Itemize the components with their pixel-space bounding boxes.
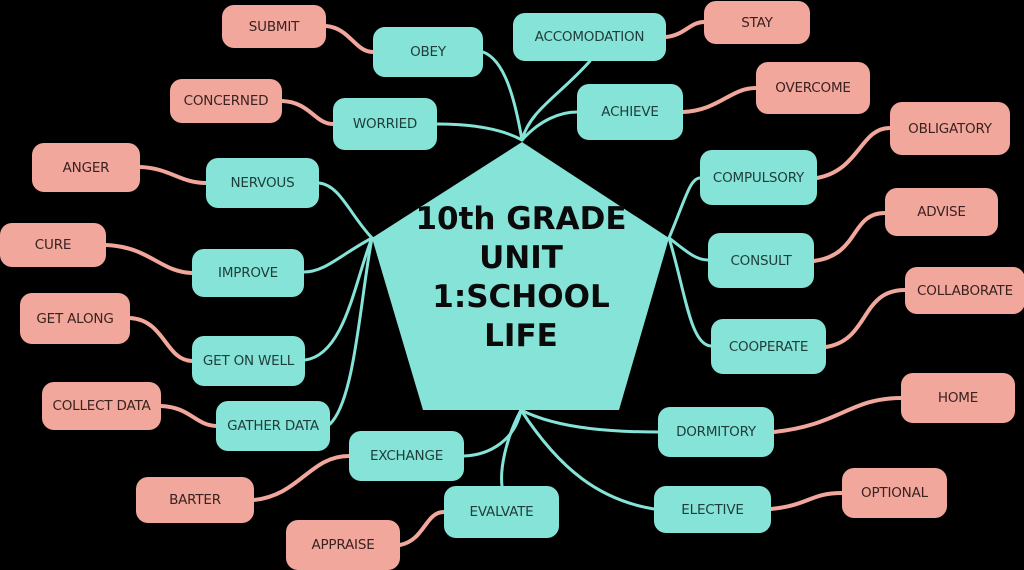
node-label: APPRAISE bbox=[311, 537, 375, 553]
center-title-line-2: UNIT bbox=[479, 240, 563, 276]
node-anger[interactable]: ANGER bbox=[32, 143, 140, 192]
node-collect-data[interactable]: COLLECT DATA bbox=[42, 382, 161, 430]
node-label: OBEY bbox=[410, 44, 446, 60]
node-label: ANGER bbox=[62, 159, 110, 176]
node-label: CONCERNED bbox=[183, 93, 269, 109]
node-get-on-well[interactable]: GET ON WELL bbox=[192, 336, 305, 386]
node-label: EVALVATE bbox=[469, 504, 534, 520]
node-label: GET ALONG bbox=[36, 310, 114, 327]
node-label: SUBMIT bbox=[248, 18, 300, 35]
node-label: OBLIGATORY bbox=[908, 120, 992, 137]
node-label: OVERCOME bbox=[775, 80, 851, 96]
node-label: DORMITORY bbox=[676, 424, 756, 440]
center-pentagon bbox=[372, 142, 669, 410]
node-label: COOPERATE bbox=[728, 338, 809, 355]
node-stay[interactable]: STAY bbox=[704, 1, 810, 44]
node-evalvate[interactable]: EVALVATE bbox=[444, 486, 559, 538]
node-cooperate[interactable]: COOPERATE bbox=[711, 319, 826, 374]
node-worried[interactable]: WORRIED bbox=[333, 98, 437, 150]
center-title: 10th GRADE UNIT 1:SCHOOL LIFE bbox=[372, 200, 670, 356]
node-label: OPTIONAL bbox=[861, 485, 928, 501]
node-nervous[interactable]: NERVOUS bbox=[206, 158, 319, 208]
node-improve[interactable]: IMPROVE bbox=[192, 249, 304, 297]
node-elective[interactable]: ELECTIVE bbox=[654, 486, 771, 533]
node-dormitory[interactable]: DORMITORY bbox=[658, 407, 774, 457]
node-label: IMPROVE bbox=[218, 265, 278, 281]
node-label: STAY bbox=[741, 14, 773, 31]
node-gather-data[interactable]: GATHER DATA bbox=[216, 401, 330, 451]
node-label: ADVISE bbox=[917, 204, 966, 220]
node-barter[interactable]: BARTER bbox=[136, 477, 254, 523]
node-label: ACCOMODATION bbox=[534, 29, 645, 45]
node-label: COLLECT DATA bbox=[52, 398, 151, 414]
node-home[interactable]: HOME bbox=[901, 373, 1015, 423]
node-label: BARTER bbox=[169, 492, 221, 508]
node-label: GET ON WELL bbox=[202, 353, 295, 369]
node-label: GATHER DATA bbox=[227, 418, 319, 434]
node-label: ELECTIVE bbox=[681, 501, 744, 518]
center-title-line-1: 10th GRADE bbox=[415, 201, 627, 237]
node-advise[interactable]: ADVISE bbox=[885, 188, 998, 236]
node-exchange[interactable]: EXCHANGE bbox=[349, 431, 464, 481]
node-label: ACHIEVE bbox=[601, 104, 659, 120]
node-label: COLLABORATE bbox=[917, 282, 1013, 299]
node-compulsory[interactable]: COMPULSORY bbox=[700, 150, 817, 205]
node-collaborate[interactable]: COLLABORATE bbox=[905, 267, 1024, 314]
node-label: CONSULT bbox=[730, 252, 792, 269]
node-appraise[interactable]: APPRAISE bbox=[286, 520, 400, 570]
node-achieve[interactable]: ACHIEVE bbox=[577, 84, 683, 140]
node-obey[interactable]: OBEY bbox=[373, 27, 483, 77]
node-accomodation[interactable]: ACCOMODATION bbox=[513, 13, 666, 61]
node-consult[interactable]: CONSULT bbox=[708, 233, 814, 288]
center-title-line-4: LIFE bbox=[484, 318, 558, 354]
node-optional[interactable]: OPTIONAL bbox=[842, 468, 947, 518]
node-get-along[interactable]: GET ALONG bbox=[20, 293, 130, 344]
node-overcome[interactable]: OVERCOME bbox=[756, 62, 870, 114]
node-obligatory[interactable]: OBLIGATORY bbox=[890, 102, 1010, 155]
node-label: HOME bbox=[937, 390, 979, 406]
node-label: COMPULSORY bbox=[712, 169, 805, 186]
node-label: EXCHANGE bbox=[369, 448, 444, 464]
node-cure[interactable]: CURE bbox=[0, 223, 106, 267]
node-label: NERVOUS bbox=[230, 175, 295, 191]
node-label: CURE bbox=[34, 237, 72, 253]
center-title-line-3: 1:SCHOOL bbox=[432, 279, 610, 315]
node-submit[interactable]: SUBMIT bbox=[222, 5, 326, 48]
node-label: WORRIED bbox=[352, 116, 418, 132]
node-concerned[interactable]: CONCERNED bbox=[170, 79, 282, 123]
